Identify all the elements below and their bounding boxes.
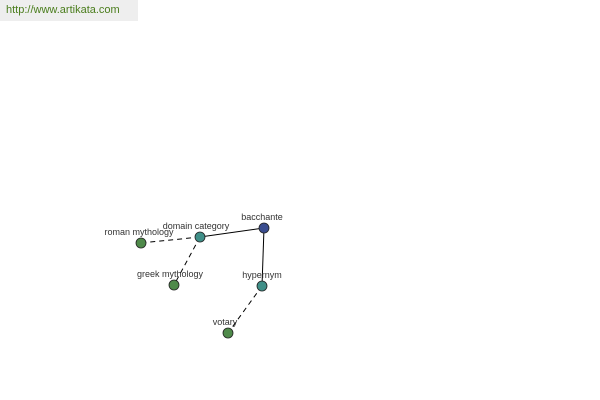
- node-hypernym[interactable]: hypernym: [242, 270, 282, 292]
- node-domain-category[interactable]: domain category: [163, 221, 230, 243]
- node-greek-mythology-label[interactable]: greek mythology: [137, 269, 204, 279]
- node-roman-mythology[interactable]: roman mythology: [104, 227, 174, 249]
- node-bacchante-circle[interactable]: [258, 222, 270, 234]
- node-votary-circle[interactable]: [222, 327, 234, 339]
- edge-bacchante-hypernym: [261, 227, 265, 287]
- node-greek-mythology[interactable]: greek mythology: [137, 269, 204, 291]
- node-votary[interactable]: votary: [213, 317, 238, 339]
- edge-bacchante-domain-category: [199, 227, 265, 238]
- node-hypernym-label[interactable]: hypernym: [242, 270, 282, 280]
- node-hypernym-circle[interactable]: [256, 280, 268, 292]
- node-domain-category-label[interactable]: domain category: [163, 221, 230, 231]
- edge-hypernym-votary: [227, 285, 263, 334]
- node-roman-mythology-label[interactable]: roman mythology: [104, 227, 174, 237]
- node-bacchante-label[interactable]: bacchante: [241, 212, 283, 222]
- graph-edges: [140, 227, 265, 334]
- node-domain-category-circle[interactable]: [194, 231, 206, 243]
- edge-domain-category-roman-mythology: [140, 236, 201, 244]
- edge-domain-category-greek-mythology: [173, 236, 201, 286]
- node-greek-mythology-circle[interactable]: [168, 279, 180, 291]
- node-roman-mythology-circle[interactable]: [135, 237, 147, 249]
- node-votary-label[interactable]: votary: [213, 317, 238, 327]
- site-url-link[interactable]: http://www.artikata.com: [0, 0, 138, 21]
- node-bacchante[interactable]: bacchante: [241, 212, 283, 234]
